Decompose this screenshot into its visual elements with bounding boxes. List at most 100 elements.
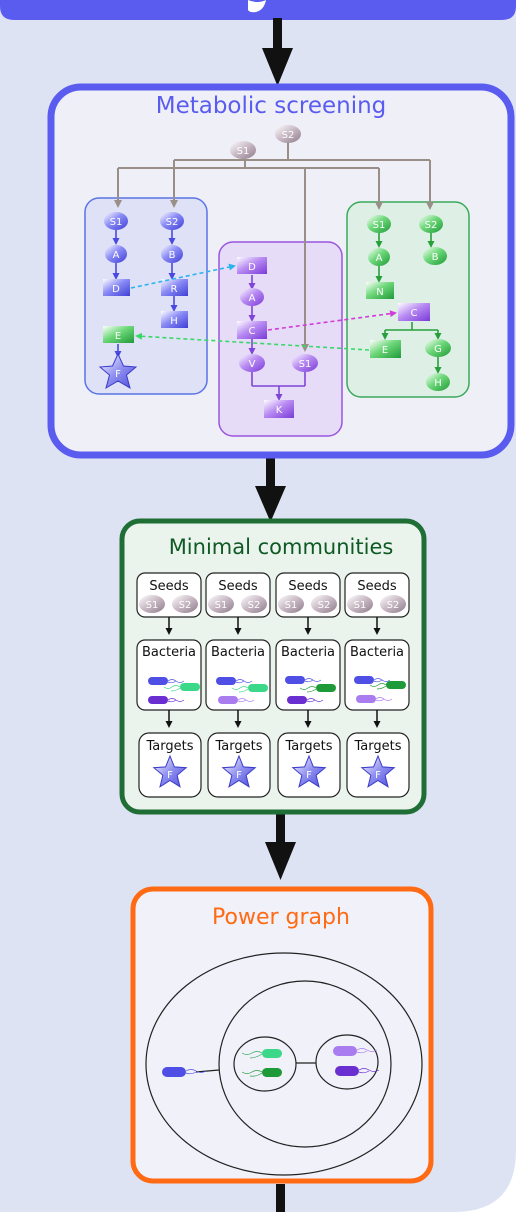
left-node-f-star: F <box>98 352 138 390</box>
svg-text:H: H <box>434 378 442 389</box>
svg-text:F: F <box>306 770 312 781</box>
svg-text:H: H <box>170 316 178 327</box>
power-edge-blue-inner <box>195 1069 220 1073</box>
svg-text:S1: S1 <box>285 600 298 611</box>
flow-arrow-2 <box>255 456 286 522</box>
svg-text:S2: S2 <box>179 600 192 611</box>
purple-power-node <box>315 1034 379 1090</box>
flow-arrow-4 <box>276 1184 285 1212</box>
bacteria-label: Bacteria <box>142 645 196 660</box>
svg-text:N: N <box>376 287 383 298</box>
svg-text:A: A <box>376 253 383 264</box>
seed-node: S1 <box>139 595 165 613</box>
seed-node: S2 <box>380 595 406 613</box>
target-star-icon: F <box>360 754 396 788</box>
svg-text:S2: S2 <box>318 600 331 611</box>
svg-text:S2: S2 <box>282 130 295 141</box>
seeds-label: Seeds <box>218 579 258 594</box>
seeds-label: Seeds <box>357 579 397 594</box>
power-graph-title: Power graph <box>212 905 350 930</box>
right-node-e: E <box>370 340 401 358</box>
svg-text:E: E <box>115 331 121 342</box>
svg-text:C: C <box>411 308 418 319</box>
green-bacterium-icon-2 <box>241 1068 282 1077</box>
middle-node-a: A <box>240 288 264 306</box>
svg-text:B: B <box>432 252 439 263</box>
seed-tree-lines <box>114 142 434 352</box>
right-node-s1: S1 <box>367 215 391 233</box>
right-node-s2: S2 <box>419 215 443 233</box>
left-node-b: B <box>161 245 183 263</box>
left-node-a: A <box>105 245 127 263</box>
left-box-edges <box>112 230 178 358</box>
left-node-r: R <box>161 279 188 296</box>
bacterium-icon <box>148 696 185 704</box>
middle-box-edges <box>248 275 306 401</box>
svg-text:A: A <box>113 250 120 261</box>
seeds-label: Seeds <box>288 579 328 594</box>
bacterium-icon <box>287 696 324 704</box>
left-node-s1: S1 <box>104 212 128 230</box>
svg-text:S1: S1 <box>110 217 123 228</box>
left-node-d: D <box>103 279 130 296</box>
svg-text:D: D <box>112 284 120 295</box>
svg-text:S2: S2 <box>425 220 438 231</box>
svg-text:E: E <box>382 345 388 356</box>
right-box-edges <box>375 233 442 374</box>
green-power-node <box>233 1036 297 1092</box>
bacteria-label: Bacteria <box>281 645 335 660</box>
power-graph-panel <box>130 886 434 1184</box>
middle-node-c: C <box>237 321 267 339</box>
outer-power-node <box>145 952 423 1176</box>
right-node-h: H <box>426 373 450 391</box>
svg-text:S1: S1 <box>354 600 367 611</box>
left-node-h: H <box>161 311 188 328</box>
seed-node-s1: S1 <box>230 141 256 159</box>
seed-node: S2 <box>172 595 198 613</box>
svg-text:S1: S1 <box>373 220 386 231</box>
bacterium-icon <box>285 676 322 684</box>
svg-text:B: B <box>169 250 176 261</box>
seed-node: S1 <box>208 595 234 613</box>
bacterium-icon <box>231 684 268 693</box>
middle-node-d: D <box>237 257 267 274</box>
middle-node-k: K <box>264 400 294 418</box>
flow-arrow-1 <box>262 18 293 86</box>
seed-node-s2: S2 <box>275 125 301 143</box>
minimal-communities-title: Minimal communities <box>169 535 394 559</box>
svg-text:G: G <box>434 344 442 355</box>
seed-node: S1 <box>347 595 373 613</box>
svg-text:A: A <box>249 293 256 304</box>
svg-text:S1: S1 <box>237 146 250 157</box>
right-node-a: A <box>368 248 390 266</box>
right-node-b: B <box>423 247 447 265</box>
bacteria-label: Bacteria <box>211 645 265 660</box>
purple-bacterium-icon-1 <box>333 1046 378 1056</box>
svg-text:F: F <box>167 770 173 781</box>
top-header-text-fragment <box>248 0 266 13</box>
target-star-icon: F <box>221 754 257 788</box>
right-species-box <box>346 201 470 398</box>
targets-label: Targets <box>354 739 402 754</box>
svg-text:S2: S2 <box>248 600 261 611</box>
svg-text:S1: S1 <box>299 359 312 370</box>
target-star-icon: F <box>152 754 188 788</box>
svg-text:S2: S2 <box>387 600 400 611</box>
exchange-arrow-e <box>135 332 370 351</box>
bacterium-icon <box>356 695 393 703</box>
purple-bacterium-icon-2 <box>335 1066 380 1076</box>
targets-label: Targets <box>146 739 194 754</box>
seeds-label: Seeds <box>149 579 189 594</box>
bacterium-icon <box>354 676 391 684</box>
middle-node-s1: S1 <box>292 354 318 372</box>
bacteria-label: Bacteria <box>350 645 404 660</box>
target-star-icon: F <box>291 754 327 788</box>
bacterium-icon <box>299 684 336 693</box>
inner-power-node <box>218 980 392 1148</box>
